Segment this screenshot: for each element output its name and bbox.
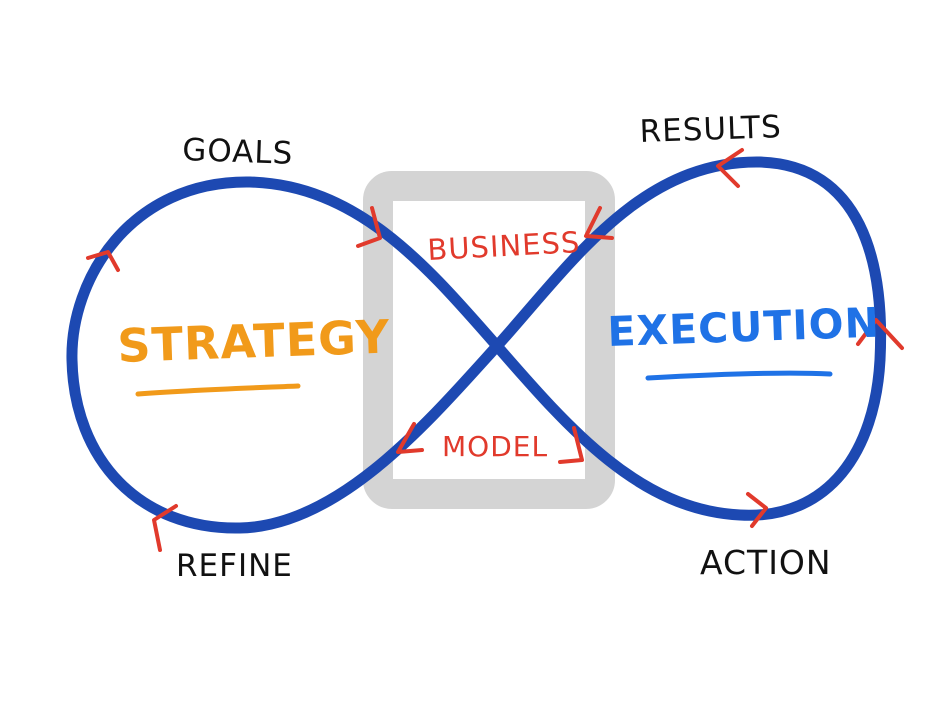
infinity-loop: [66, 156, 887, 534]
label-results: RESULTS: [639, 109, 782, 150]
label-action: ACTION: [700, 543, 832, 582]
label-model: MODEL: [442, 430, 548, 463]
label-strategy: STRATEGY: [116, 310, 391, 373]
arrow-refine-icon: [152, 504, 178, 552]
arrow-model-right-icon: [558, 426, 584, 464]
label-refine: REFINE: [176, 548, 293, 584]
arrow-right-loop-up-icon: [856, 318, 904, 350]
label-business: BUSINESS: [427, 225, 581, 267]
arrow-business-right-icon: [584, 206, 614, 240]
execution-underline: [645, 370, 833, 381]
business-model-box: [363, 171, 615, 509]
arrow-action-icon: [746, 492, 768, 528]
label-goals: GOALS: [182, 132, 294, 172]
strategy-underline: [135, 383, 301, 397]
arrow-left-loop-up-icon: [86, 250, 120, 272]
arrow-results-icon: [716, 148, 744, 188]
label-execution: EXECUTION: [607, 299, 881, 356]
arrow-business-left-icon: [356, 206, 382, 248]
arrow-model-left-icon: [396, 422, 424, 454]
